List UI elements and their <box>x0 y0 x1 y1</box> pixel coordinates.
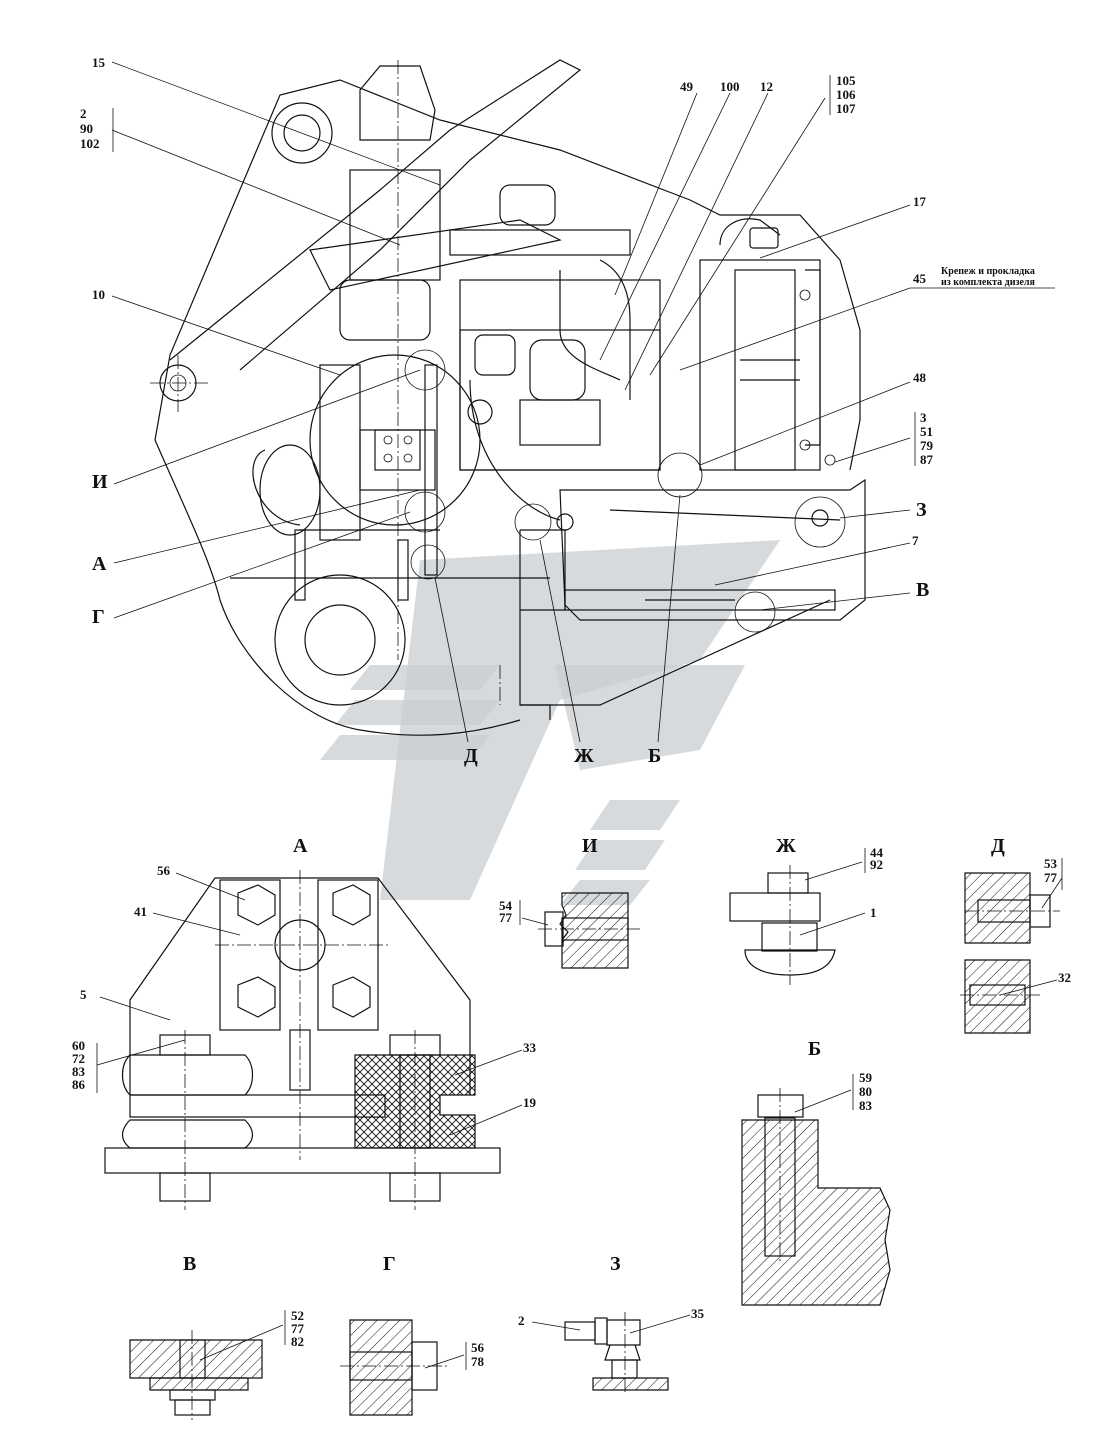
section-title-G: Г <box>383 1253 396 1275</box>
callout-45: 45 <box>913 271 927 286</box>
A-callout-56: 56 <box>157 863 171 878</box>
detail-A <box>96 870 523 1210</box>
callout-45-note-line2: из комплекта дизеля <box>941 277 1036 288</box>
callout-10: 10 <box>92 287 105 302</box>
D-callout-77: 77 <box>1044 870 1058 885</box>
B-callout-59: 59 <box>859 1070 873 1085</box>
view-letter-Z: З <box>916 499 927 521</box>
watermark-logo <box>320 540 780 905</box>
view-letter-I: И <box>92 471 108 493</box>
section-title-I: И <box>582 835 598 857</box>
callout-12: 12 <box>760 79 773 94</box>
section-title-Z: З <box>610 1253 621 1275</box>
A-callout-83: 83 <box>72 1064 86 1079</box>
callout-45-note-line1: Крепеж и прокладка <box>941 266 1035 277</box>
callout-87: 87 <box>920 452 934 467</box>
detail-B <box>741 1074 891 1306</box>
Z-callout-35: 35 <box>691 1306 705 1321</box>
callout-100: 100 <box>720 79 740 94</box>
callout-17: 17 <box>913 194 927 209</box>
I-callout-77: 77 <box>499 910 513 925</box>
main-view <box>111 59 1055 743</box>
V-callout-52: 52 <box>291 1308 304 1323</box>
view-letter-B: Б <box>648 745 661 767</box>
Z-callout-2: 2 <box>518 1313 525 1328</box>
Zh-callout-44: 44 <box>870 845 884 860</box>
detail-I <box>519 892 640 969</box>
view-letter-V: В <box>916 579 929 601</box>
A-callout-19: 19 <box>523 1095 537 1110</box>
callout-107: 107 <box>836 101 856 116</box>
A-callout-33: 33 <box>523 1040 537 1055</box>
detail-D <box>960 858 1063 1034</box>
detail-G <box>340 1319 467 1416</box>
section-title-B: Б <box>808 1038 821 1060</box>
detail-Zh <box>729 848 866 985</box>
D-callout-32: 32 <box>1058 970 1071 985</box>
G-callout-56: 56 <box>471 1340 485 1355</box>
section-title-A: А <box>293 835 308 857</box>
B-callout-83: 83 <box>859 1098 873 1113</box>
callout-79: 79 <box>920 438 934 453</box>
view-letter-D: Д <box>464 745 478 767</box>
callout-90: 90 <box>80 121 93 136</box>
callout-48: 48 <box>913 370 927 385</box>
callout-2: 2 <box>80 106 87 121</box>
callout-15: 15 <box>92 55 106 70</box>
V-callout-77: 77 <box>291 1321 305 1336</box>
section-title-D: Д <box>991 835 1005 857</box>
A-callout-72: 72 <box>72 1051 85 1066</box>
D-callout-53: 53 <box>1044 856 1058 871</box>
A-callout-60: 60 <box>72 1038 85 1053</box>
section-title-V: В <box>183 1253 196 1275</box>
callout-49: 49 <box>680 79 694 94</box>
A-callout-86: 86 <box>72 1077 86 1092</box>
B-callout-80: 80 <box>859 1084 872 1099</box>
I-callout-54: 54 <box>499 898 513 913</box>
view-letter-A: А <box>92 553 107 575</box>
G-callout-78: 78 <box>471 1354 485 1369</box>
callout-51: 51 <box>920 424 933 439</box>
detail-V <box>129 1310 286 1420</box>
Zh-callout-92: 92 <box>870 857 883 872</box>
A-callout-41: 41 <box>134 904 147 919</box>
A-callout-5: 5 <box>80 987 87 1002</box>
callout-105: 105 <box>836 73 856 88</box>
V-callout-82: 82 <box>291 1334 304 1349</box>
detail-Z <box>531 1312 691 1395</box>
view-letter-Zh: Ж <box>574 745 594 767</box>
callout-3: 3 <box>920 410 927 425</box>
view-letter-G: Г <box>92 606 105 628</box>
Zh-callout-1: 1 <box>870 905 877 920</box>
section-title-Zh: Ж <box>776 835 796 857</box>
callout-102: 102 <box>80 136 100 151</box>
callout-106: 106 <box>836 87 856 102</box>
callout-7: 7 <box>912 533 919 548</box>
